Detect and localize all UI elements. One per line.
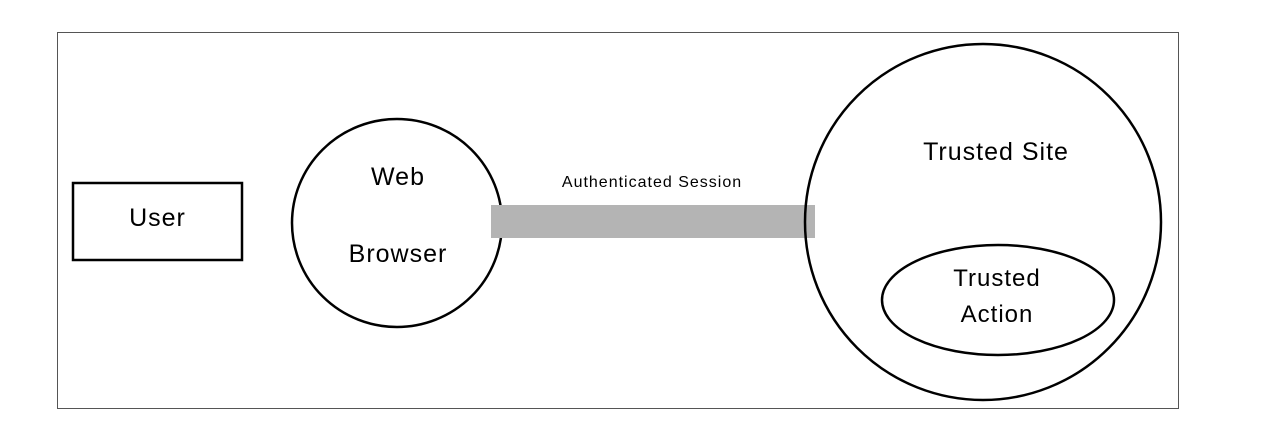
web-browser-label-line2: Browser: [349, 240, 448, 268]
trusted-action-node: Trusted Action: [880, 243, 1116, 357]
user-label: User: [129, 204, 186, 232]
trusted-action-ellipse: [880, 243, 1116, 357]
user-box: [71, 181, 244, 262]
trusted-site-circle: [803, 42, 1163, 402]
authenticated-session-connection: Authenticated Session: [491, 174, 815, 238]
trusted-site-node: Trusted Site: [803, 42, 1163, 402]
web-browser-label-line1: Web: [371, 163, 425, 191]
session-label: Authenticated Session: [562, 174, 742, 191]
session-bar: [491, 205, 815, 238]
trusted-action-label-line2: Action: [961, 301, 1034, 328]
trusted-action-label-line1: Trusted: [953, 265, 1040, 292]
web-browser-node: Web Browser: [290, 117, 504, 329]
user-node: User: [71, 181, 244, 262]
trusted-site-label: Trusted Site: [923, 138, 1069, 166]
